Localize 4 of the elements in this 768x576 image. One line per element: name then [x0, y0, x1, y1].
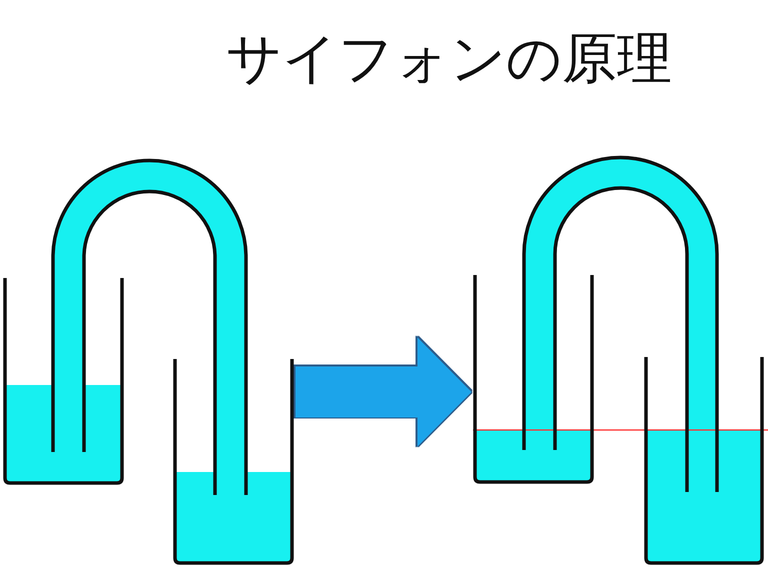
block-arrow: [296, 338, 472, 446]
title: サイフォンの原理: [226, 25, 672, 91]
siphon-illustration: [472, 154, 768, 566]
siphon-illustration: [2, 157, 295, 566]
